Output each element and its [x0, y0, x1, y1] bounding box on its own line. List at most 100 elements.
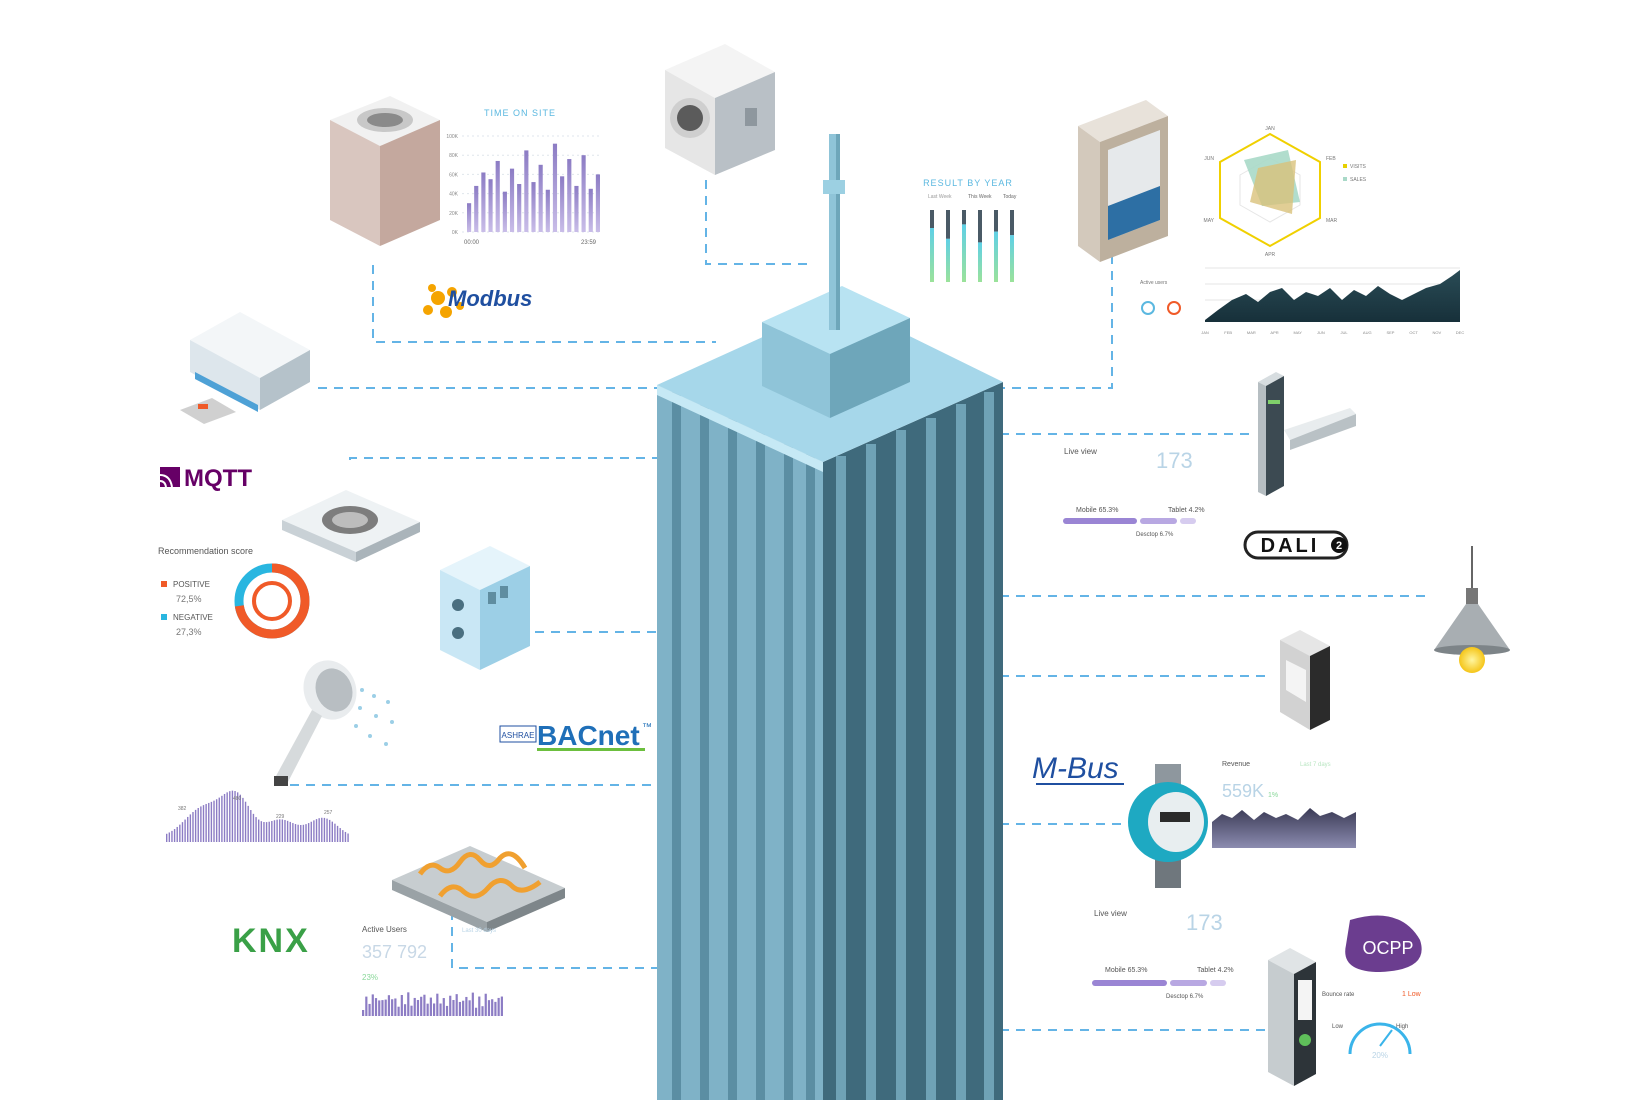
waveform-bar [347, 833, 349, 842]
radiator [440, 546, 530, 670]
waveform-label-3: 229 [276, 814, 285, 820]
waveform-bar [279, 819, 281, 842]
waveform-bar [326, 818, 328, 842]
active-users-bar [403, 1004, 407, 1016]
recommendation-donut [234, 563, 310, 639]
shower-head [274, 660, 394, 786]
ocpp-text: OCPP [1362, 938, 1413, 958]
waveform-bar [187, 816, 189, 842]
revenue-widget: Revenue Last 7 days 559K 1% [1212, 761, 1356, 848]
time-on-site-title: TIME ON SITE [484, 108, 556, 118]
time-on-site-x-end: 23:59 [581, 240, 597, 246]
time-on-site-ytick: 20K [449, 211, 459, 217]
waveform-bar [284, 819, 286, 842]
bounce-high: High [1396, 1024, 1408, 1030]
active-users-bar [500, 996, 503, 1016]
active-users-bar [420, 996, 423, 1016]
waveform-bar [336, 825, 339, 842]
dali-number: 2 [1336, 540, 1342, 552]
building-roof-edge [657, 385, 823, 472]
rby-bar-top [930, 210, 934, 228]
active-users-bar [487, 1000, 491, 1016]
time-on-site-bar [531, 182, 536, 232]
time-on-site-bar [560, 176, 565, 232]
cassette-ac-unit [282, 490, 420, 562]
waveform-bar [339, 828, 341, 842]
waveform-bar [247, 805, 249, 842]
area-month-label: JUL [1341, 330, 1349, 335]
active-users-bar [407, 992, 410, 1016]
waveform-bar [331, 821, 333, 842]
area-month-label: MAR [1247, 330, 1256, 335]
bounce-low: Low [1332, 1024, 1344, 1030]
active-users-bar [491, 999, 494, 1016]
modbus-text: Modbus [448, 286, 532, 311]
recommendation-score-widget: Recommendation score POSITIVE 72,5% NEGA… [158, 546, 310, 639]
waveform-bar [218, 797, 220, 842]
waveform-bar [242, 797, 244, 842]
waveform-bar [189, 814, 192, 842]
connector-modbus [372, 265, 716, 343]
active-users-bar [387, 995, 391, 1016]
waveform-bar [321, 817, 323, 842]
window-blind [1078, 100, 1168, 262]
active-users-bar [426, 1003, 429, 1016]
waveform-label-1: 382 [178, 806, 187, 812]
active-users-bar [394, 998, 397, 1016]
radar-legend-visits: VISITS [1350, 164, 1367, 170]
ocpp-logo: OCPP [1345, 915, 1422, 972]
waveform-bar [234, 791, 236, 842]
area-month-label: SEP [1386, 330, 1394, 335]
live-view-2-label: Live view [1094, 909, 1127, 918]
area-month-label: MAY [1294, 330, 1303, 335]
waveform-bar [302, 824, 305, 842]
active-users-bar [381, 1000, 384, 1016]
active-users-bar [478, 996, 481, 1016]
waveform-bar [236, 792, 239, 842]
waveform-bar [286, 820, 289, 842]
rooftop-hvac-unit [330, 96, 440, 246]
area-month-label: DEC [1456, 330, 1465, 335]
time-on-site-ytick: 0K [452, 230, 459, 236]
radar-axis-jun: JUN [1204, 156, 1214, 162]
active-users-change: 23% [362, 973, 378, 982]
time-on-site-bar [574, 185, 579, 232]
active-users-bar [442, 998, 445, 1016]
bacnet-text: BACnet [537, 720, 640, 751]
donut-positive-segment [234, 563, 310, 639]
smart-door-lock [1258, 372, 1356, 496]
radar-axis-feb: FEB [1326, 156, 1336, 162]
radar-chart: JAN FEB MAR APR MAY JUN VISITS SALES [1204, 126, 1367, 258]
radar-axis-may: MAY [1204, 218, 1215, 224]
waveform-bar [305, 824, 307, 842]
waveform-bar [213, 800, 215, 842]
active-users-bar [416, 999, 420, 1016]
time-on-site-bar [588, 188, 593, 232]
waveform-bar [176, 826, 178, 842]
active-users-bar [484, 993, 487, 1016]
knx-logo: KNX [232, 922, 308, 960]
time-on-site-bars [467, 143, 600, 232]
waveform-bar [200, 806, 202, 842]
recommendation-positive-value: 72,5% [176, 594, 202, 604]
waveform-bar [250, 810, 252, 842]
active-users-bar [433, 1003, 436, 1016]
active-users-bar [481, 1006, 484, 1016]
waveform-bar [208, 802, 210, 842]
waveform-bar [173, 829, 176, 842]
live-view-1-mobile: Mobile 65.3% [1076, 507, 1118, 514]
bounce-value: 20% [1372, 1051, 1388, 1060]
revenue-value: 559K [1222, 781, 1264, 801]
area-month-label: FEB [1224, 330, 1232, 335]
waveform-label-2: 480 [233, 796, 242, 802]
roof-box-front [762, 322, 830, 418]
time-on-site-ytick: 40K [449, 192, 459, 198]
waveform-bar [315, 819, 318, 842]
radar-axis-mar: MAR [1326, 218, 1338, 224]
live-view-1-value: 173 [1156, 448, 1193, 473]
result-by-year-title: RESULT BY YEAR [923, 178, 1013, 188]
dali-logo: DALI 2 [1243, 530, 1349, 560]
mbus-text: M-Bus [1032, 752, 1119, 785]
